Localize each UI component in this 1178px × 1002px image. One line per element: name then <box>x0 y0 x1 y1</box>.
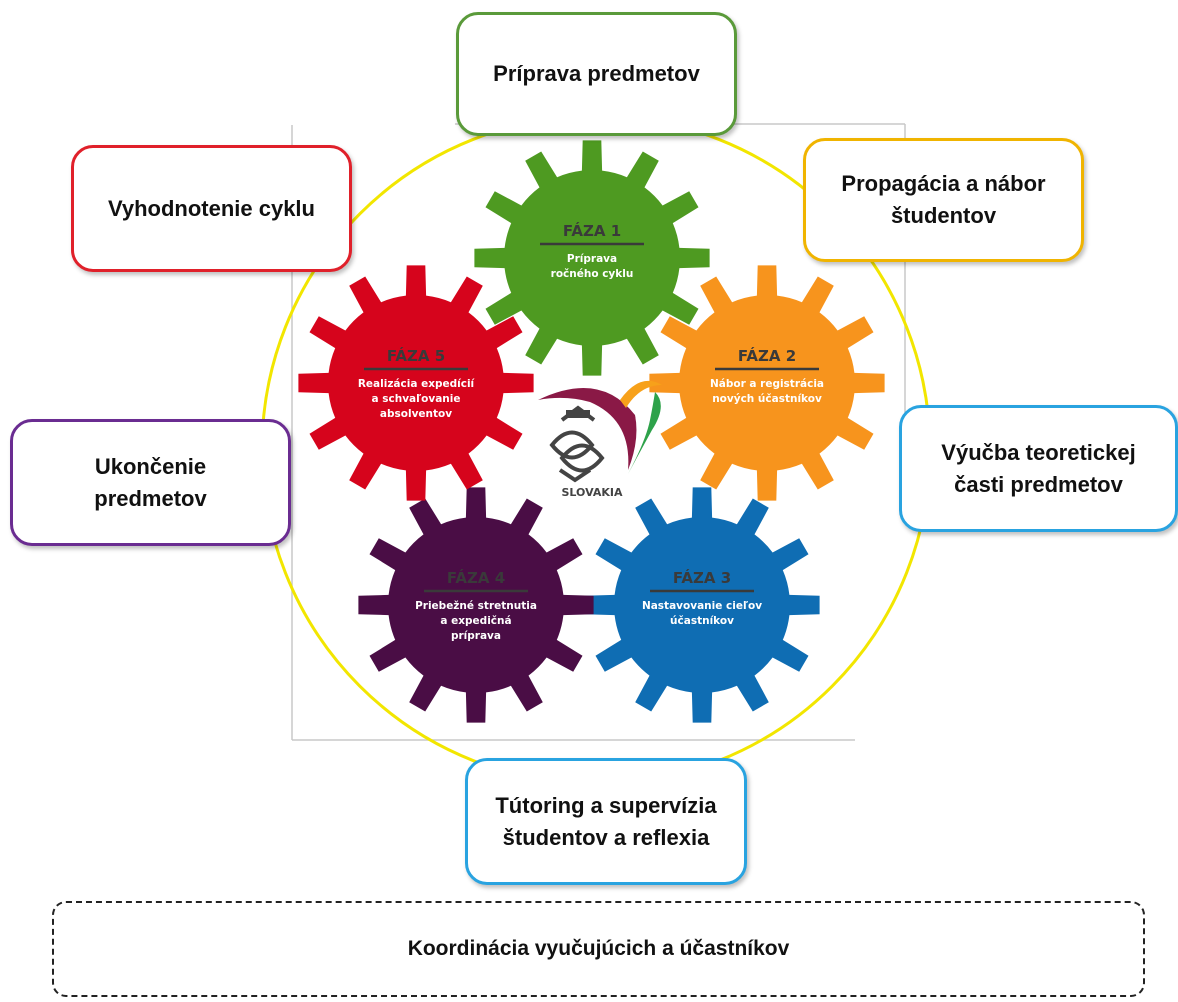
step-label: Tútoring a supervízia študentov a reflex… <box>495 792 717 850</box>
step-label: Propagácia a nábor študentov <box>841 171 1046 228</box>
coordination-box: Koordinácia vyučujúcich a účastníkov <box>52 901 1145 997</box>
phase-description-line: Nastavovanie cieľov <box>642 600 762 612</box>
gear-faza-5: FÁZA 5 Realizácia expedícií a schvaľovanie… <box>298 265 534 501</box>
phase-title: FÁZA 3 <box>673 568 731 587</box>
phase-description-line: Realizácia expedícií <box>358 378 476 390</box>
step-ukoncenie-predmetov: Ukončenie predmetov <box>10 419 291 546</box>
phase-description-line: absolventov <box>380 408 452 420</box>
step-label: Príprava predmetov <box>493 61 700 87</box>
logo-swoosh-purple <box>538 388 637 470</box>
step-propagacia-a-nabor: Propagácia a nábor študentov <box>803 138 1084 262</box>
step-priprava-predmetov: Príprava predmetov <box>456 12 737 136</box>
award-emblem-icon <box>549 405 605 483</box>
phase-description-line: nových účastníkov <box>712 393 822 405</box>
phase-title: FÁZA 2 <box>738 346 796 365</box>
phase-title: FÁZA 4 <box>447 568 505 587</box>
gear-shape <box>298 265 534 501</box>
phase-description-line: Nábor a registrácia <box>710 378 824 390</box>
coordination-label: Koordinácia vyučujúcich a účastníkov <box>407 937 790 960</box>
phase-title: FÁZA 5 <box>387 346 445 365</box>
logo-text: SLOVAKIA <box>561 486 622 499</box>
gear-faza-4: FÁZA 4 Priebežné stretnutia a expedičná prí… <box>358 487 594 723</box>
gear-faza-3: FÁZA 3 Nastavovanie cieľov účastníkov <box>584 487 820 723</box>
step-tutoring-a-supervizia: Tútoring a supervízia študentov a reflex… <box>465 758 747 885</box>
step-label: Výučba teoretickej časti predmetov <box>941 439 1136 497</box>
phase-description-line: účastníkov <box>670 615 734 627</box>
gear-shape <box>649 265 885 501</box>
phase-description-line: Príprava <box>567 253 617 265</box>
phase-title: FÁZA 1 <box>563 221 621 240</box>
gear-faza-1: FÁZA 1 Príprava ročného cyklu <box>474 140 710 376</box>
center-logo: SLOVAKIA <box>538 380 662 499</box>
logo-swoosh-orange <box>620 380 662 408</box>
logo-swoosh-green <box>628 392 661 474</box>
phase-description-line: ročného cyklu <box>551 268 634 280</box>
gear-shape <box>474 140 710 376</box>
gear-faza-2: FÁZA 2 Nábor a registrácia nových účastník… <box>649 265 885 501</box>
step-label: Vyhodnotenie cyklu <box>107 195 315 221</box>
phase-description-line: príprava <box>451 630 501 642</box>
gear-shape <box>358 487 594 723</box>
phase-description-line: Priebežné stretnutia <box>415 600 537 612</box>
step-label: Ukončenie predmetov <box>94 453 207 511</box>
phase-description-line: a expedičná <box>440 615 511 627</box>
step-vyucba-teoretickej-casti: Výučba teoretickej časti predmetov <box>899 405 1178 532</box>
gear-shape <box>584 487 820 723</box>
step-vyhodnotenie-cyklu: Vyhodnotenie cyklu <box>71 145 352 272</box>
phase-description-line: a schvaľovanie <box>372 393 461 405</box>
